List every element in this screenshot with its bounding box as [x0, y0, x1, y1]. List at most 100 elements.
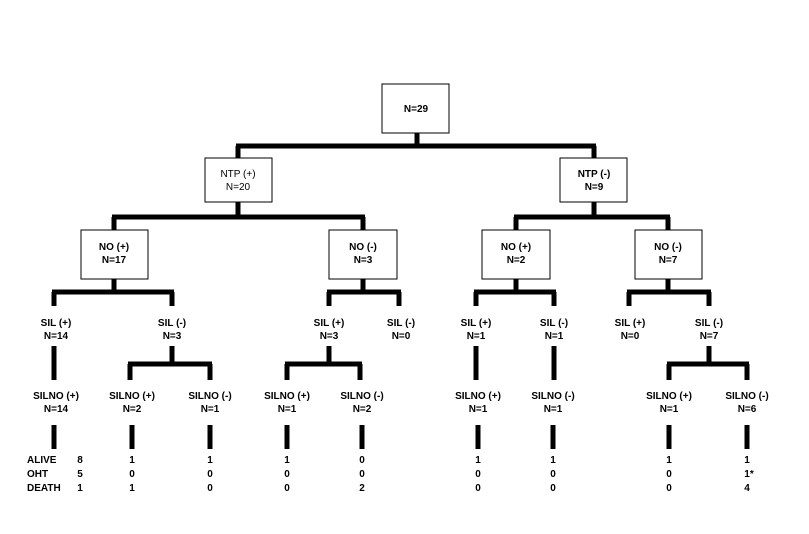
silno-node: SILNO (-) N=1 — [188, 391, 231, 415]
node-label: SILNO (-) — [531, 391, 574, 402]
sil-level: SIL (+) N=14 SIL (-) N=3 SIL (+) N=3 SIL… — [41, 318, 723, 342]
sil-node: SIL (-) N=3 — [158, 318, 186, 342]
silno-node: SILNO (+) N=14 — [33, 391, 79, 415]
node-label: SILNO (-) — [188, 391, 231, 402]
silno-node: SILNO (+) N=1 — [646, 391, 692, 415]
silno-node: SILNO (-) N=2 — [340, 391, 383, 415]
node-label: SIL (+) — [314, 318, 345, 329]
node-label: SILNO (+) — [264, 391, 310, 402]
outcome-value: 1 — [475, 455, 481, 466]
outcome-table: ALIVE OHT DEATH 8 5 1 1 0 1 1 0 0 1 0 0 … — [27, 455, 754, 494]
outcome-value: 0 — [475, 483, 481, 494]
tree-connectors — [51, 133, 750, 449]
outcome-value: 2 — [359, 483, 365, 494]
node-count: N=14 — [44, 331, 69, 342]
node-count: N=3 — [320, 331, 339, 342]
row-label-alive: ALIVE — [27, 455, 57, 466]
outcome-value: 1 — [284, 455, 290, 466]
node-label: NTP (+) — [220, 169, 255, 180]
outcome-value: 0 — [666, 483, 672, 494]
outcome-value: 8 — [77, 455, 83, 466]
node-label: SILNO (-) — [340, 391, 383, 402]
node-label: SIL (+) — [461, 318, 492, 329]
node-count: N=1 — [660, 404, 679, 415]
no-negative-node: NO (-) N=7 — [634, 229, 703, 280]
node-count: N=0 — [621, 331, 640, 342]
node-box — [80, 229, 149, 280]
outcome-value: 1 — [77, 483, 83, 494]
outcome-value: 0 — [550, 469, 556, 480]
node-count: N=14 — [44, 404, 69, 415]
outcome-value: 1 — [744, 455, 750, 466]
outcome-value: 5 — [77, 469, 83, 480]
node-count: N=2 — [353, 404, 372, 415]
node-box — [381, 83, 450, 134]
outcome-value: 1 — [207, 455, 213, 466]
node-count: N=2 — [123, 404, 142, 415]
node-count: N=1 — [201, 404, 220, 415]
node-label: NO (+) — [501, 242, 531, 253]
outcome-value: 0 — [284, 469, 290, 480]
root-node: N=29 — [381, 83, 450, 134]
node-box — [481, 229, 551, 280]
node-box — [634, 229, 703, 280]
node-count: N=1 — [544, 404, 563, 415]
node-count: N=6 — [738, 404, 757, 415]
sil-node: SIL (-) N=1 — [540, 318, 568, 342]
node-label: NTP (-) — [578, 169, 611, 180]
sil-node: SIL (+) N=1 — [461, 318, 492, 342]
silno-node: SILNO (-) N=1 — [531, 391, 574, 415]
ntp-negative-node: NTP (-) N=9 — [559, 157, 628, 203]
sil-node: SIL (-) N=7 — [695, 318, 723, 342]
no-negative-node: NO (-) N=3 — [328, 229, 398, 280]
outcome-value: 0 — [475, 469, 481, 480]
node-count: N=3 — [163, 331, 182, 342]
sil-node: SIL (+) N=0 — [615, 318, 646, 342]
outcome-value: 1* — [744, 469, 754, 480]
outcome-value: 0 — [550, 483, 556, 494]
node-count: N=1 — [278, 404, 297, 415]
node-count: N=0 — [392, 331, 411, 342]
node-count: N=1 — [545, 331, 564, 342]
outcome-value: 0 — [666, 469, 672, 480]
outcome-value: 0 — [129, 469, 135, 480]
node-count: N=7 — [700, 331, 719, 342]
node-box — [328, 229, 398, 280]
silno-level: SILNO (+) N=14 SILNO (+) N=2 SILNO (-) N… — [33, 391, 769, 415]
no-positive-node: NO (+) N=2 — [481, 229, 551, 280]
outcome-value: 0 — [207, 483, 213, 494]
node-label: SIL (-) — [695, 318, 723, 329]
node-count: N=9 — [585, 182, 604, 193]
node-count: N=2 — [507, 255, 526, 266]
silno-node: SILNO (+) N=2 — [109, 391, 155, 415]
node-label: SILNO (+) — [33, 391, 79, 402]
sil-node: SIL (+) N=3 — [314, 318, 345, 342]
outcome-value: 1 — [550, 455, 556, 466]
node-label: SIL (+) — [41, 318, 72, 329]
node-box — [204, 157, 273, 203]
node-count: N=17 — [102, 255, 127, 266]
node-count: N=7 — [659, 255, 678, 266]
node-label: SILNO (+) — [646, 391, 692, 402]
node-label: SILNO (-) — [725, 391, 768, 402]
silno-node: SILNO (-) N=6 — [725, 391, 768, 415]
sil-node: SIL (-) N=0 — [387, 318, 415, 342]
node-label: NO (+) — [99, 242, 129, 253]
row-label-oht: OHT — [27, 469, 48, 480]
node-label: NO (-) — [349, 242, 377, 253]
node-label: SIL (-) — [387, 318, 415, 329]
silno-node: SILNO (+) N=1 — [264, 391, 310, 415]
silno-node: SILNO (+) N=1 — [455, 391, 501, 415]
node-label: SIL (+) — [615, 318, 646, 329]
outcome-value: 1 — [129, 455, 135, 466]
outcome-value: 0 — [359, 455, 365, 466]
node-label: SILNO (+) — [455, 391, 501, 402]
sil-node: SIL (+) N=14 — [41, 318, 72, 342]
node-count: N=3 — [354, 255, 373, 266]
outcome-value: 0 — [207, 469, 213, 480]
node-label: SIL (-) — [158, 318, 186, 329]
outcome-value: 1 — [129, 483, 135, 494]
outcome-value: 1 — [666, 455, 672, 466]
node-label: SIL (-) — [540, 318, 568, 329]
